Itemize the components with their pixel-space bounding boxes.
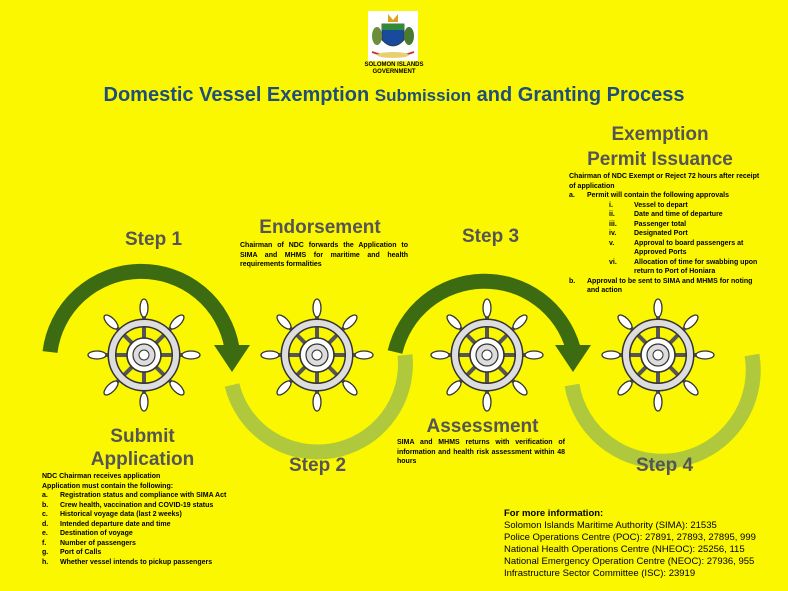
step4-heading-line2: Permit Issuance bbox=[587, 149, 733, 170]
step1-heading: Submit Application bbox=[70, 425, 215, 471]
arc-step2 bbox=[224, 354, 413, 460]
approval-item: iv.Designated Port bbox=[609, 230, 688, 237]
ship-wheel-icon-1 bbox=[88, 299, 200, 411]
step4-intro: Chairman of NDC Exempt or Reject 72 hour… bbox=[569, 173, 760, 190]
title-part2: Submission bbox=[374, 86, 472, 105]
approval-item: v.Approval to board passengers at Approv… bbox=[609, 239, 744, 257]
step1-label: Step 1 bbox=[125, 229, 183, 250]
list-item: b.Crew health, vaccination and COVID-19 … bbox=[42, 501, 214, 509]
title-part1: Domestic Vessel Exemption bbox=[103, 84, 375, 106]
step1-heading-line1: Submit bbox=[110, 426, 175, 447]
step2-heading: Endorsement bbox=[259, 217, 381, 238]
step3-label: Step 3 bbox=[462, 226, 520, 247]
title-part3: and Granting Process bbox=[471, 84, 685, 106]
contact-info: For more information: Solomon Islands Ma… bbox=[504, 508, 756, 580]
arc-step3 bbox=[387, 273, 581, 354]
ship-wheel-icon-2 bbox=[261, 299, 373, 411]
contact-line: National Emergency Operation Centre (NEO… bbox=[504, 556, 755, 567]
step1-intro-1: NDC Chairman receives application bbox=[42, 473, 161, 480]
arc-step1 bbox=[42, 263, 240, 353]
approval-item: iii.Passenger total bbox=[609, 220, 687, 228]
ship-wheel-icon-3 bbox=[431, 299, 543, 411]
step4-label: Step 4 bbox=[636, 455, 694, 476]
step4-description: Chairman of NDC Exempt or Reject 72 hour… bbox=[569, 172, 761, 296]
list-item: h.Whether vessel intends to pickup passe… bbox=[42, 558, 213, 566]
contact-line: Solomon Islands Maritime Authority (SIMA… bbox=[504, 520, 717, 531]
step3-heading: Assessment bbox=[426, 416, 539, 437]
step4-heading-line1: Exemption bbox=[611, 124, 709, 145]
government-line2: GOVERNMENT bbox=[372, 69, 416, 75]
ship-wheel-icon-4 bbox=[602, 299, 714, 411]
list-item: b.Approval to be sent to SIMA and MHMS f… bbox=[569, 277, 753, 295]
step1-intro-2: Application must contain the following: bbox=[42, 482, 174, 490]
list-item: c.Historical voyage data (last 2 weeks) bbox=[42, 511, 182, 518]
arrowhead-step3 bbox=[555, 345, 591, 372]
government-line1: SOLOMON ISLANDS bbox=[364, 62, 424, 68]
step1-description: NDC Chairman receives application Applic… bbox=[42, 472, 272, 567]
government-label: SOLOMON ISLANDS GOVERNMENT bbox=[340, 62, 448, 76]
list-item: g.Port of Calls bbox=[42, 549, 102, 556]
contact-heading: For more information: bbox=[504, 508, 604, 519]
contact-line: National Health Operations Centre (NHEOC… bbox=[504, 544, 745, 555]
approval-item: i.Vessel to depart bbox=[609, 201, 688, 209]
coat-of-arms-icon bbox=[368, 11, 418, 61]
list-item: a.Registration status and compliance wit… bbox=[42, 492, 227, 499]
contact-line: Police Operations Centre (POC): 27891, 2… bbox=[504, 532, 756, 543]
list-item: f.Number of passengers bbox=[42, 539, 136, 547]
page-title: Domestic Vessel Exemption Submission and… bbox=[0, 84, 788, 107]
arc-step4 bbox=[564, 353, 761, 469]
approval-item: vi.Allocation of time for swabbing upon … bbox=[609, 258, 758, 276]
step2-description: Chairman of NDC forwards the Application… bbox=[240, 242, 408, 268]
list-item: d.Intended departure date and time bbox=[42, 520, 171, 528]
step4-heading: Exemption Permit Issuance bbox=[580, 122, 740, 172]
list-item: e.Destination of voyage bbox=[42, 530, 133, 537]
step2-label: Step 2 bbox=[289, 455, 347, 476]
arrowhead-step1 bbox=[214, 345, 250, 372]
step3-description: SIMA and MHMS returns with verification … bbox=[397, 439, 565, 465]
list-item: a.Permit will contain the following appr… bbox=[569, 192, 729, 199]
approval-item: ii.Date and time of departure bbox=[609, 211, 723, 218]
step1-heading-line2: Application bbox=[90, 449, 195, 470]
contact-line: Infrastructure Sector Committee (ISC): 2… bbox=[504, 568, 696, 579]
